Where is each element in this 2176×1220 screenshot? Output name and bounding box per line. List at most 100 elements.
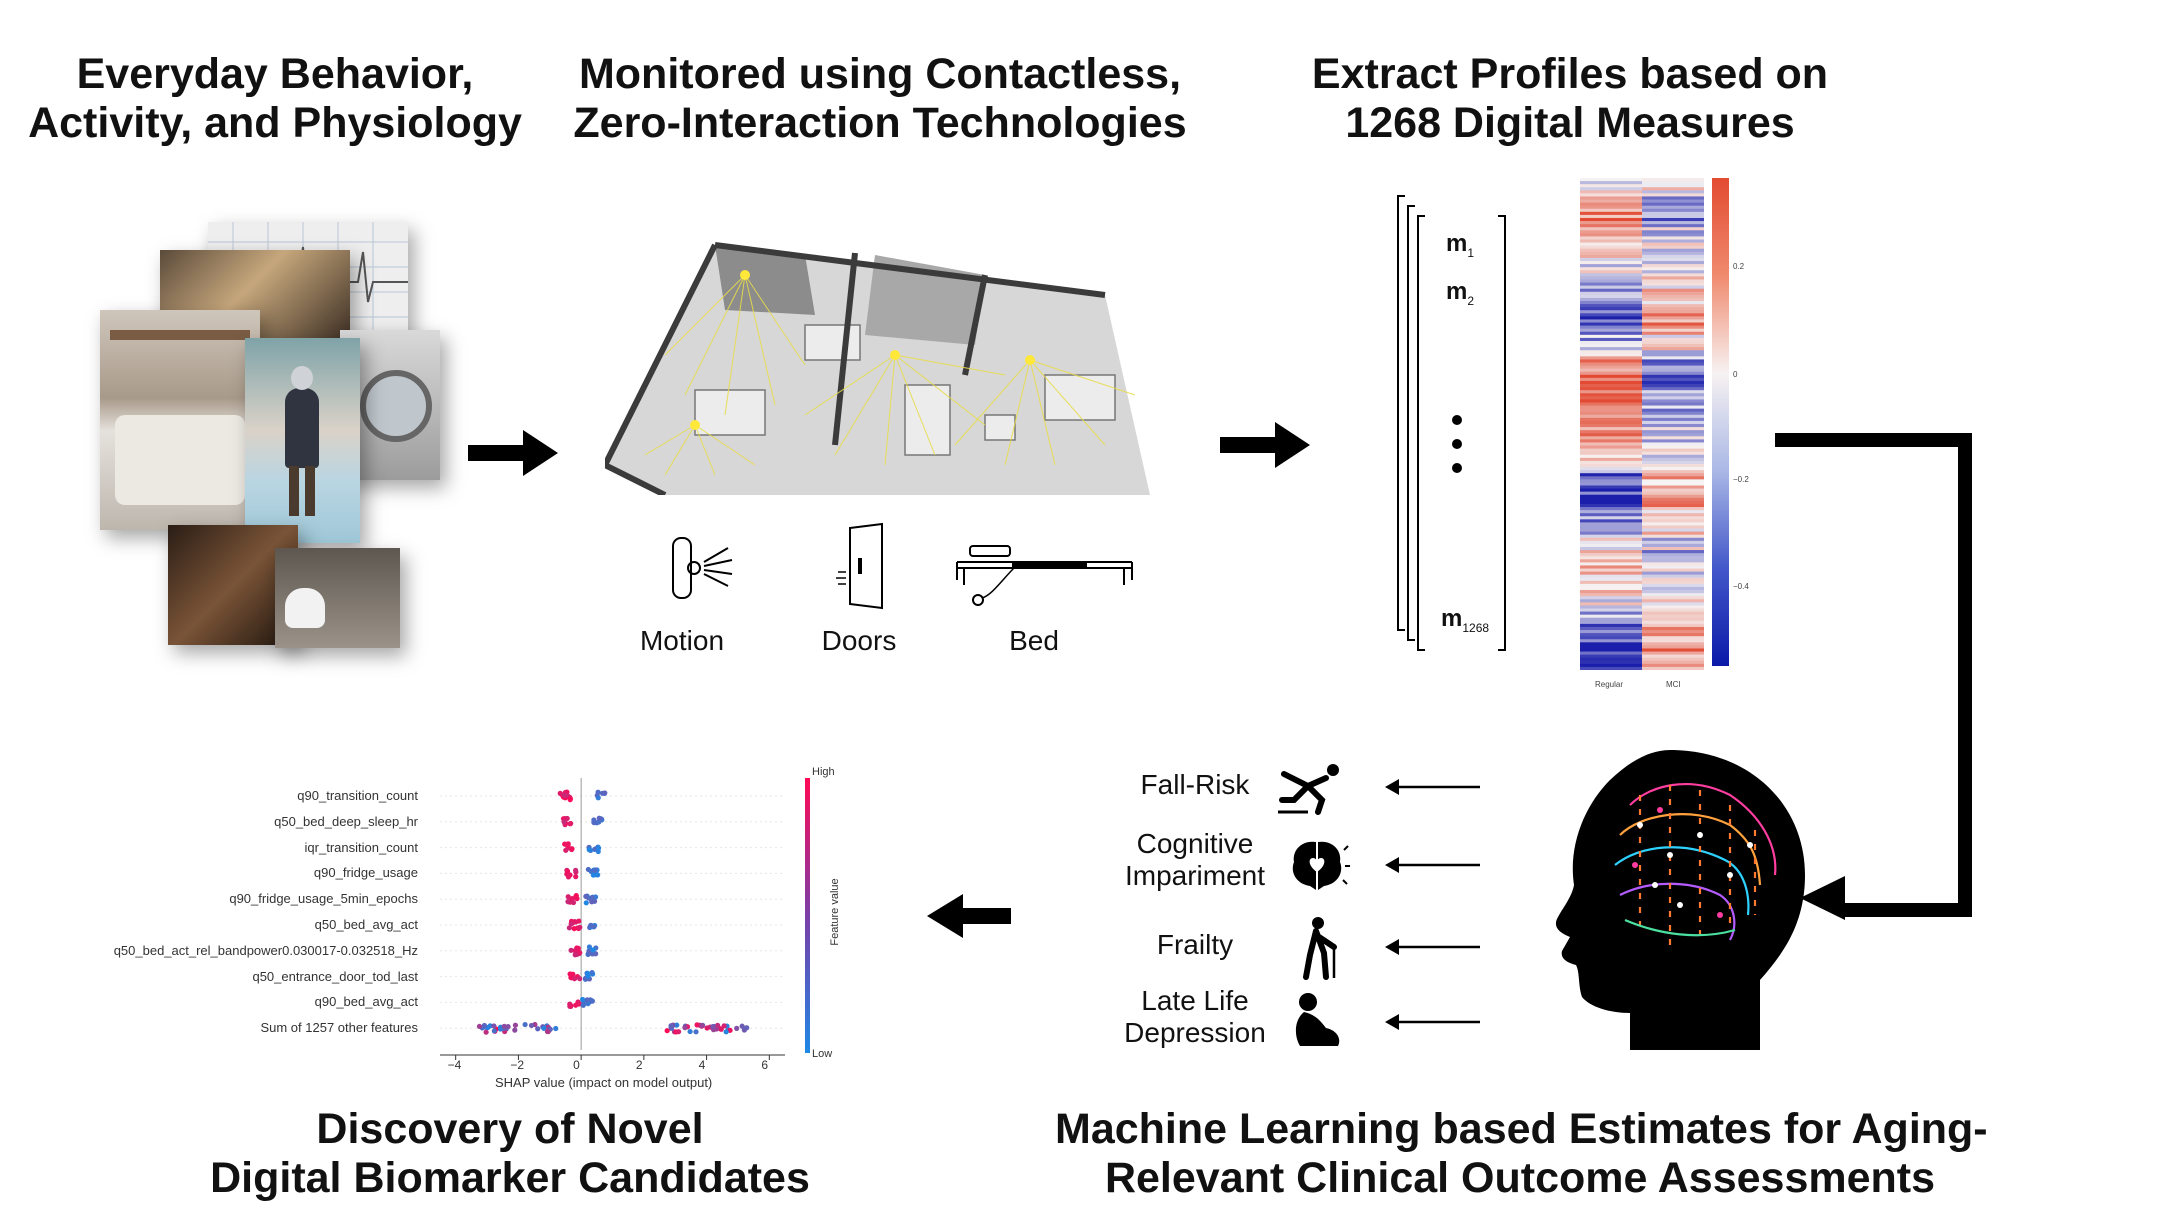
heatmap-cell xyxy=(1580,178,1642,182)
heatmap-cell xyxy=(1642,276,1704,280)
shap-point xyxy=(567,821,573,827)
heatmap-cell xyxy=(1580,534,1642,539)
falling-person-icon xyxy=(1278,764,1339,815)
heatmap-cell xyxy=(1642,463,1704,468)
heatmap-col-mci: MCI xyxy=(1666,680,1681,689)
heatmap-cell xyxy=(1580,494,1642,499)
heatmap-cell xyxy=(1642,344,1704,348)
heatmap-cell xyxy=(1580,482,1642,486)
heatmap-cell xyxy=(1642,408,1704,413)
heatmap-cell xyxy=(1642,488,1704,493)
shap-point xyxy=(476,1023,483,1030)
heatmap-cell xyxy=(1580,645,1642,649)
heatmap-cell xyxy=(1642,467,1704,471)
heatmap-cell xyxy=(1580,257,1642,262)
heatmap-cell xyxy=(1580,648,1642,653)
heatmap-cell xyxy=(1642,190,1704,194)
shap-point xyxy=(595,872,601,878)
heatmap-cell xyxy=(1642,316,1704,320)
heatmap-cell xyxy=(1642,451,1704,456)
heatmap-cell xyxy=(1642,368,1704,373)
heatmap-cell xyxy=(1580,202,1642,207)
heatmap-cell xyxy=(1580,537,1642,542)
measure-brackets xyxy=(1397,195,1506,651)
heatmap-cell xyxy=(1642,270,1704,274)
heatmap-cell xyxy=(1580,651,1642,656)
heatmap-cell xyxy=(1580,479,1642,483)
shap-point xyxy=(528,1022,535,1029)
shap-point xyxy=(694,1022,700,1028)
sensor-label-motion: Motion xyxy=(639,625,725,656)
heatmap-cell xyxy=(1642,528,1704,533)
heatmap-cell xyxy=(1580,599,1642,603)
heatmap-cell xyxy=(1580,304,1642,308)
shap-point xyxy=(589,894,595,901)
heatmap-cell xyxy=(1642,359,1704,363)
heatmap-cell xyxy=(1580,460,1642,465)
shap-point xyxy=(586,846,592,853)
shap-colorbar-label: Feature value xyxy=(829,878,841,946)
heatmap-cell xyxy=(1580,294,1642,299)
heatmap-cell xyxy=(1642,282,1704,287)
heatmap-cell xyxy=(1580,491,1642,496)
shap-point xyxy=(497,1026,504,1032)
heatmap-cell xyxy=(1642,574,1704,579)
heatmap-cell xyxy=(1642,365,1704,370)
heatmap-cell xyxy=(1580,310,1642,314)
shap-point xyxy=(569,846,575,853)
heatmap-cell xyxy=(1580,239,1642,244)
heatmap-cell xyxy=(1642,347,1704,351)
heatmap-cell xyxy=(1580,393,1642,397)
heatmap-cell xyxy=(1580,454,1642,459)
heatmap-cell xyxy=(1580,319,1642,324)
shap-point xyxy=(568,921,574,927)
heatmap-cell xyxy=(1580,285,1642,290)
shap-point xyxy=(664,1028,670,1034)
shap-point xyxy=(567,1001,573,1007)
shap-point xyxy=(522,1021,528,1028)
heatmap-cell xyxy=(1580,205,1642,210)
arrow-to-fall-risk xyxy=(1385,779,1480,795)
shap-point xyxy=(481,1022,488,1029)
shap-point xyxy=(565,899,571,905)
heatmap-cell xyxy=(1580,577,1642,582)
heatmap-cell xyxy=(1580,513,1642,517)
heatmap-cell xyxy=(1580,553,1642,557)
heatmap-cell xyxy=(1580,654,1642,659)
heatmap-cell xyxy=(1580,405,1642,410)
shap-point xyxy=(577,976,583,982)
arrow-to-cognitive xyxy=(1385,857,1480,873)
heatmap-cell xyxy=(1580,556,1642,560)
heatmap-cell xyxy=(1642,445,1704,450)
heatmap-cell xyxy=(1580,196,1642,201)
heatmap-cell xyxy=(1580,626,1642,631)
shap-colorbar-low: Low xyxy=(812,1048,833,1060)
shap-feature-label: q50_bed_avg_act xyxy=(314,917,418,932)
heatmap-cell xyxy=(1580,322,1642,327)
heatmap-cell xyxy=(1642,666,1704,670)
heatmap-cell xyxy=(1580,485,1642,490)
heatmap-cell xyxy=(1642,663,1704,668)
heatmap-cell xyxy=(1642,476,1704,480)
heatmap-cell xyxy=(1580,602,1642,606)
heatmap-cell xyxy=(1580,516,1642,520)
heatmap-cell xyxy=(1580,331,1642,336)
heatmap-cell xyxy=(1580,663,1642,668)
heatmap-cell xyxy=(1580,193,1642,197)
heatmap-cell xyxy=(1642,340,1704,345)
heatmap-cell xyxy=(1642,577,1704,582)
heatmap-cell xyxy=(1580,264,1642,268)
heatmap-cell xyxy=(1580,636,1642,640)
heatmap-cell xyxy=(1642,353,1704,357)
heatmap-cell xyxy=(1580,279,1642,284)
heatmap-cell xyxy=(1580,522,1642,526)
photo-bathroom xyxy=(275,548,400,648)
heatmap-cell xyxy=(1642,267,1704,271)
heatmap-cell xyxy=(1580,224,1642,228)
heatmap-cell xyxy=(1580,245,1642,250)
shap-x-tick-label: 4 xyxy=(698,1058,706,1072)
heatmap-cell xyxy=(1580,439,1642,443)
shap-point xyxy=(675,1029,682,1035)
heatmap-cell xyxy=(1642,297,1704,302)
